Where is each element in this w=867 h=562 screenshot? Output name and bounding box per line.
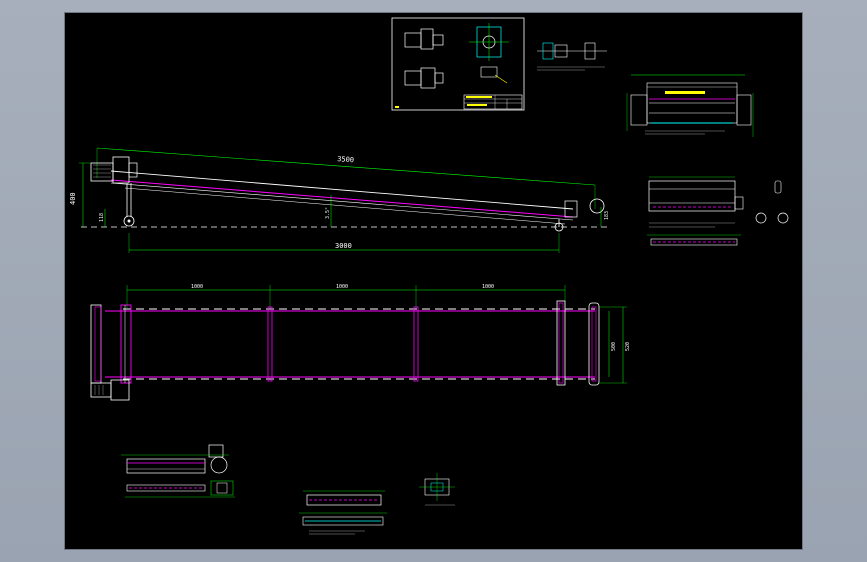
dim-span-3: 1000 xyxy=(482,284,494,290)
dim-width-inner: 500 xyxy=(611,342,617,351)
drawing-canvas[interactable]: 3500 400 xyxy=(64,12,803,550)
dim-end: 183 xyxy=(604,211,610,220)
dim-height: 400 xyxy=(69,192,77,205)
dim-span-1: 1000 xyxy=(191,284,203,290)
dim-base: 3000 xyxy=(335,242,352,250)
bottom-detail-center xyxy=(299,490,387,535)
dim-width-outer: 520 xyxy=(625,342,631,351)
shaft-detail xyxy=(537,42,607,71)
dim-span-2: 1000 xyxy=(336,284,348,290)
title-sheet xyxy=(391,17,525,111)
dim-angle: 3.5° xyxy=(325,207,331,219)
cad-drawing: 3500 400 xyxy=(69,17,789,535)
section-detail-middle-right xyxy=(647,176,789,246)
dim-length: 3500 xyxy=(337,155,354,164)
side-elevation-view: 3500 400 xyxy=(69,147,610,253)
bottom-detail-left xyxy=(121,444,235,498)
plan-view: 1000 1000 1000 xyxy=(90,284,631,401)
section-detail-top-right xyxy=(626,74,754,137)
bottom-detail-bracket xyxy=(419,473,455,506)
dim-leg: 118 xyxy=(99,213,105,222)
